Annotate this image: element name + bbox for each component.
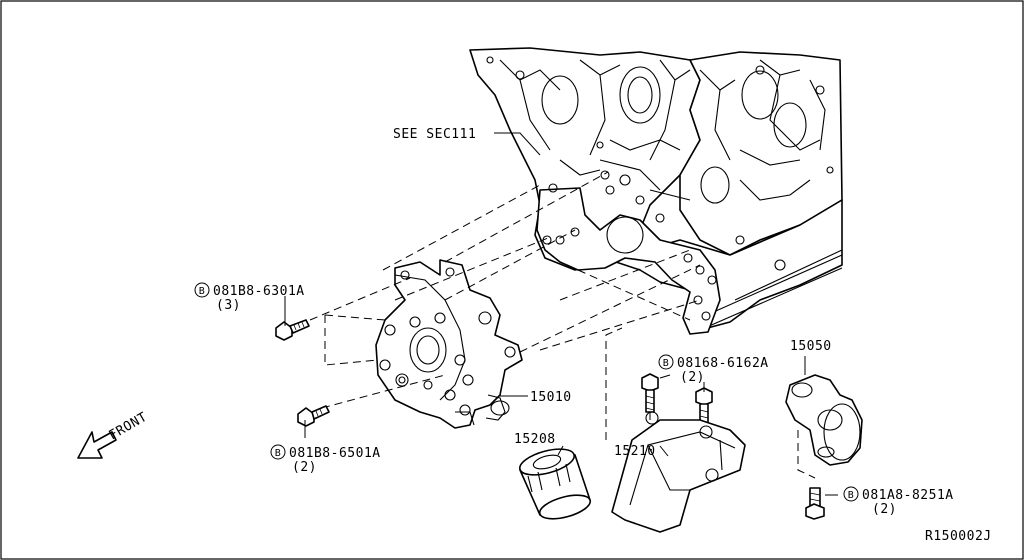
assembly-lines xyxy=(309,171,849,479)
bolt-marker-top: B xyxy=(194,282,210,298)
engine-block xyxy=(469,47,843,335)
bolt-marker-bottom-label: B xyxy=(275,448,282,459)
bolt-marker-adapter-label: B xyxy=(848,490,855,501)
oil-pump xyxy=(375,259,523,429)
part-number-oil-filter: 15208 xyxy=(514,432,556,447)
part-number-oil-pump: 15010 xyxy=(530,390,572,405)
part-number-filter-adapter: 15050 xyxy=(790,339,832,354)
adapter-bolt-qty: (2) xyxy=(872,502,897,517)
front-label: FRONT xyxy=(107,410,151,444)
bolt-top xyxy=(275,319,310,341)
see-section-label: SEE SEC111 xyxy=(393,127,476,142)
filter-adapter xyxy=(785,374,863,466)
bolt-top-code: 081B8-6301A xyxy=(213,284,305,299)
bolt-bottom xyxy=(297,405,330,427)
bolt-marker-bracket: B xyxy=(658,354,674,370)
bolt-bottom-code: 081B8-6501A xyxy=(289,446,381,461)
part-number-filter-bracket: 15210 xyxy=(614,444,656,459)
bolt-bottom-qty: (2) xyxy=(292,460,317,475)
bracket-bolt-right xyxy=(695,387,713,425)
diagram-reference: R150002J xyxy=(925,529,992,544)
bolt-marker-adapter: B xyxy=(843,486,859,502)
adapter-bolt xyxy=(805,487,825,520)
bolt-top-qty: (3) xyxy=(216,298,241,313)
bracket-bolt-code: 08168-6162A xyxy=(677,356,769,371)
oil-filter xyxy=(519,448,592,520)
filter-bracket xyxy=(611,411,746,533)
leader-lines xyxy=(284,132,838,496)
front-arrow-icon xyxy=(77,431,117,459)
bracket-bolt-left xyxy=(641,373,659,413)
bracket-bolt-qty: (2) xyxy=(680,370,705,385)
bolt-marker-top-label: B xyxy=(199,286,206,297)
bolt-marker-bottom: B xyxy=(270,444,286,460)
bolt-marker-bracket-label: B xyxy=(663,358,670,369)
adapter-bolt-code: 081A8-8251A xyxy=(862,488,954,503)
